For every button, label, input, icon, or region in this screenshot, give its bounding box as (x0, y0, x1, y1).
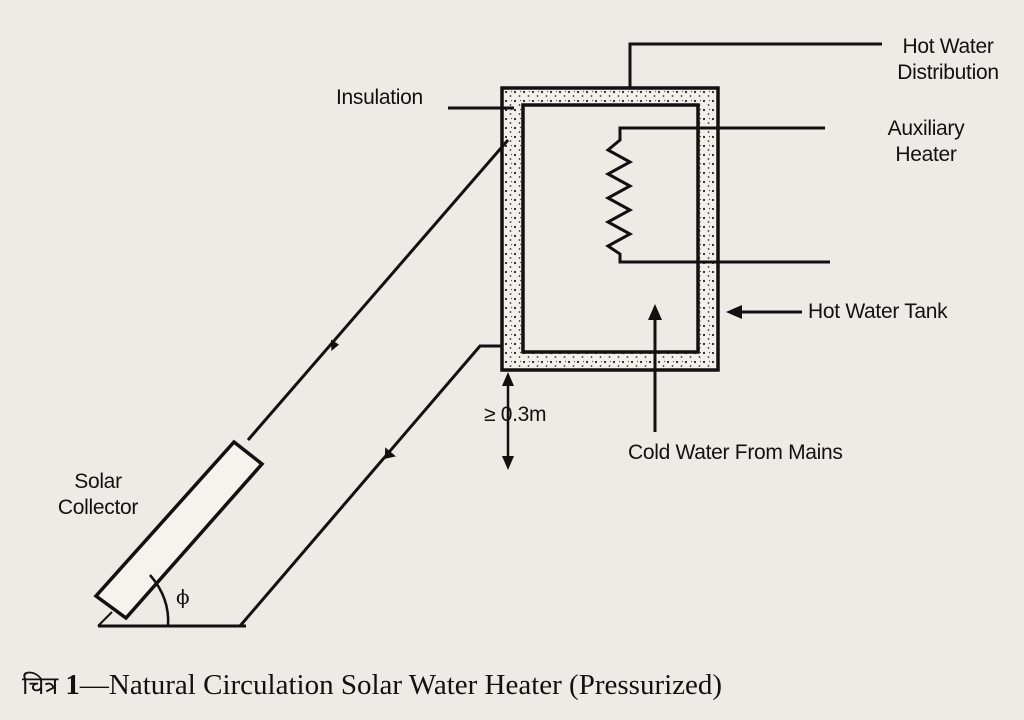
hot-water-tank-arrow (726, 305, 802, 319)
height-label: ≥ 0.3m (484, 403, 547, 426)
solar-collector-line-1: Solar (74, 470, 122, 493)
insulation-layer (502, 88, 718, 370)
cold-water-label: Cold Water From Mains (628, 441, 843, 464)
hot-water-tank-label: Hot Water Tank (808, 300, 948, 323)
insulation-label: Insulation (336, 86, 423, 109)
hot-water-distribution-pipe (628, 42, 882, 88)
auxiliary-heater-line-2: Heater (895, 143, 957, 166)
hot-water-tank (500, 86, 720, 372)
solar-collector (93, 439, 265, 621)
tilt-angle-arc (149, 574, 170, 627)
hot-water-distribution-line-1: Hot Water (902, 35, 994, 58)
caption-title: Natural Circulation Solar Water Heater (… (108, 669, 723, 701)
hot-water-distribution-label: Hot Water Distribution (882, 34, 1014, 86)
solar-collector-label: Solar Collector (36, 469, 160, 521)
tank-outer-wall (500, 86, 720, 372)
figure-caption: चित्र 1—Natural Circulation Solar Water … (22, 668, 722, 703)
auxiliary-heater-coil (604, 126, 830, 264)
angle-symbol: ϕ (176, 585, 190, 609)
solar-collector-line-2: Collector (57, 496, 139, 519)
caption-prefix: चित्र (22, 671, 59, 700)
cold-water-inlet-arrow (648, 304, 662, 432)
hot-riser-pipe (246, 139, 510, 441)
caption-number: 1 (65, 669, 80, 701)
hot-water-distribution-line-2: Distribution (897, 61, 999, 84)
auxiliary-heater-line-1: Auxiliary (887, 117, 965, 140)
caption-dash: — (79, 669, 109, 701)
cold-return-pipe (238, 344, 502, 627)
tank-inner-wall (521, 103, 700, 354)
height-dimension-arrow (502, 372, 514, 470)
auxiliary-heater-label: Auxiliary Heater (870, 116, 982, 168)
